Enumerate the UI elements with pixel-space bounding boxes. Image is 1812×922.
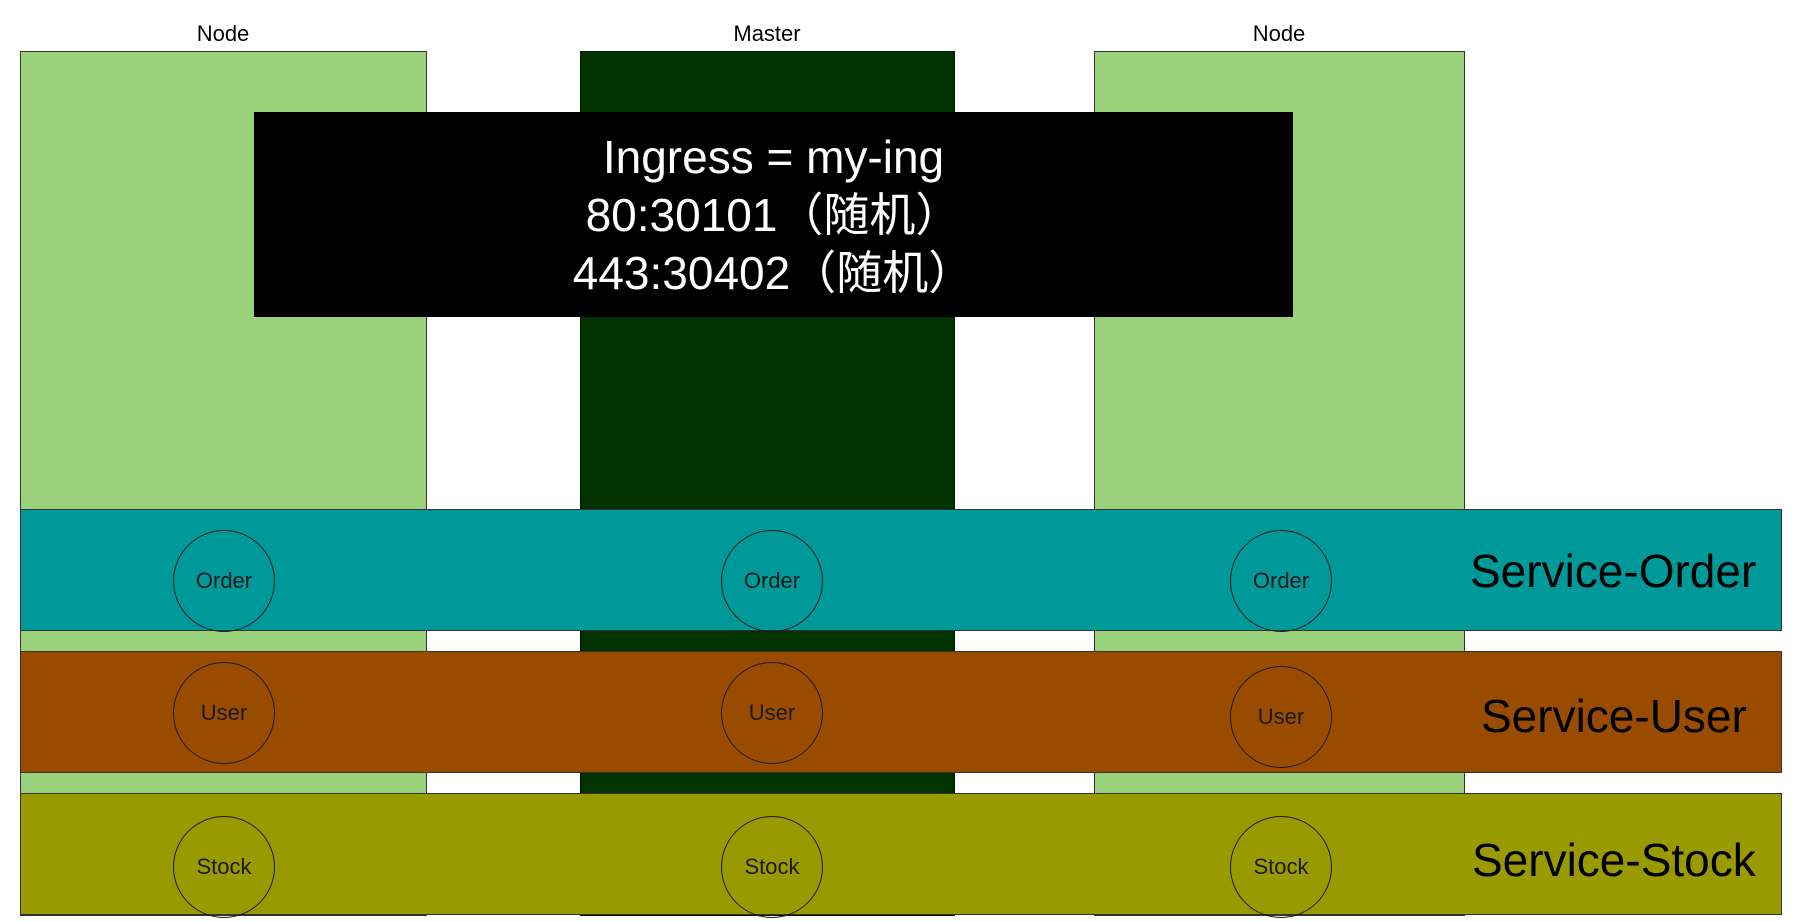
- service-user-label: Service-User: [1481, 690, 1747, 742]
- master-title: Master: [733, 21, 801, 46]
- service-user-band: [20, 651, 1782, 773]
- stock-pod-1: Stock: [173, 816, 275, 918]
- order-pod-3: Order: [1230, 530, 1332, 632]
- order-pod-2: Order: [721, 530, 823, 632]
- ingress-name: Ingress = my-ing: [602, 130, 945, 183]
- ingress-port-80: 80:30101（随机）: [585, 188, 962, 241]
- user-pod-1: User: [173, 662, 275, 764]
- node-1-title: Node: [196, 21, 250, 46]
- service-stock-label: Service-Stock: [1472, 834, 1756, 886]
- order-pod-1: Order: [173, 530, 275, 632]
- user-pod-3: User: [1230, 666, 1332, 768]
- service-order-band: [20, 509, 1782, 631]
- service-order-label: Service-Order: [1470, 545, 1757, 597]
- ingress-port-443: 443:30402（随机）: [572, 246, 975, 299]
- stock-pod-3: Stock: [1230, 816, 1332, 918]
- stock-pod-2: Stock: [721, 816, 823, 918]
- service-stock-band: [20, 793, 1782, 915]
- ingress-box: Ingress = my-ing 80:30101（随机） 443:30402（…: [254, 112, 1293, 317]
- node-2-title: Node: [1252, 21, 1306, 46]
- user-pod-2: User: [721, 662, 823, 764]
